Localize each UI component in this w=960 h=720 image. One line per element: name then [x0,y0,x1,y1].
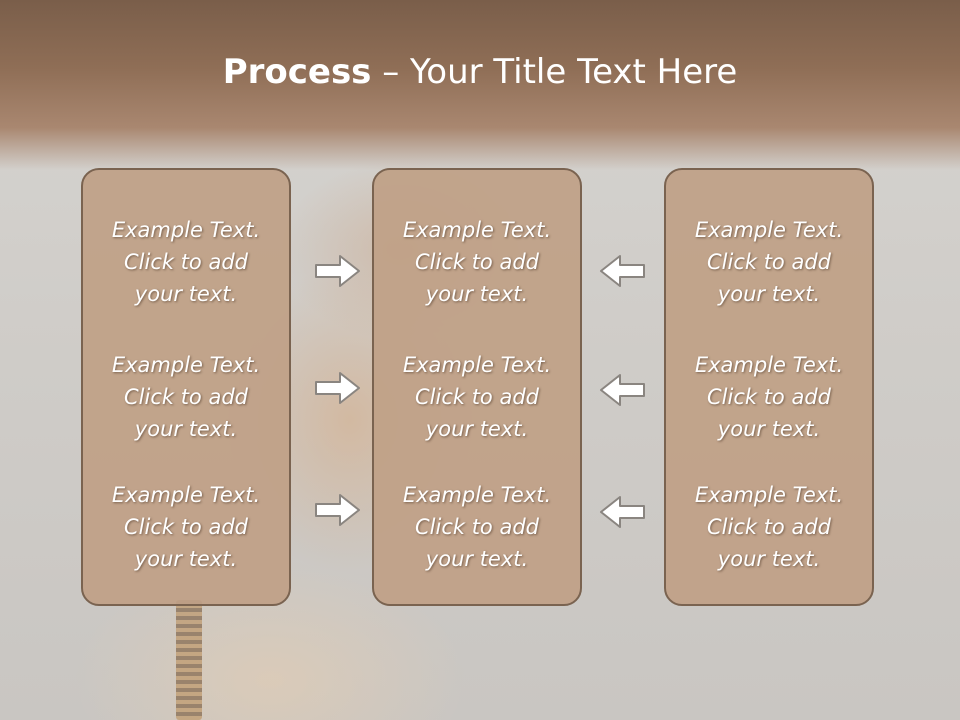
title-rest: – Your Title Text Here [371,52,738,92]
text-line: Example Text. [402,353,552,377]
text-line: Example Text. [694,483,844,507]
text-line: Click to add [414,385,539,409]
right-text-box[interactable]: Example Text. Click to add your text. Ex… [664,168,874,606]
background-photo-strap [176,600,202,720]
text-line: Example Text. [694,353,844,377]
text-line: your text. [425,547,529,571]
text-line: Click to add [706,515,831,539]
text-placeholder[interactable]: Example Text. Click to add your text. [666,349,872,445]
arrow-left-icon [600,255,645,287]
title-bold: Process [222,52,372,92]
text-placeholder[interactable]: Example Text. Click to add your text. [83,479,289,575]
arrow-left-icon [600,496,645,528]
text-placeholder[interactable]: Example Text. Click to add your text. [83,214,289,310]
text-line: Click to add [123,250,248,274]
text-line: Example Text. [111,353,261,377]
text-line: your text. [717,417,821,441]
text-line: Click to add [123,385,248,409]
left-text-box[interactable]: Example Text. Click to add your text. Ex… [81,168,291,606]
arrow-right-icon [315,255,360,287]
text-line: your text. [134,417,238,441]
text-line: your text. [717,547,821,571]
text-placeholder[interactable]: Example Text. Click to add your text. [666,479,872,575]
text-line: your text. [134,282,238,306]
text-placeholder[interactable]: Example Text. Click to add your text. [374,479,580,575]
slide-title[interactable]: Process – Your Title Text Here [0,52,960,92]
text-placeholder[interactable]: Example Text. Click to add your text. [374,214,580,310]
text-line: your text. [425,417,529,441]
text-line: Example Text. [402,218,552,242]
text-line: Example Text. [694,218,844,242]
text-line: Click to add [414,250,539,274]
text-line: Example Text. [111,218,261,242]
arrow-left-icon [600,374,645,406]
text-line: your text. [134,547,238,571]
text-line: Click to add [706,385,831,409]
text-line: Example Text. [111,483,261,507]
text-placeholder[interactable]: Example Text. Click to add your text. [83,349,289,445]
middle-text-box[interactable]: Example Text. Click to add your text. Ex… [372,168,582,606]
text-line: your text. [717,282,821,306]
text-placeholder[interactable]: Example Text. Click to add your text. [666,214,872,310]
arrow-right-icon [315,372,360,404]
arrow-right-icon [315,494,360,526]
text-line: Example Text. [402,483,552,507]
text-placeholder[interactable]: Example Text. Click to add your text. [374,349,580,445]
text-line: Click to add [414,515,539,539]
text-line: Click to add [123,515,248,539]
text-line: your text. [425,282,529,306]
text-line: Click to add [706,250,831,274]
